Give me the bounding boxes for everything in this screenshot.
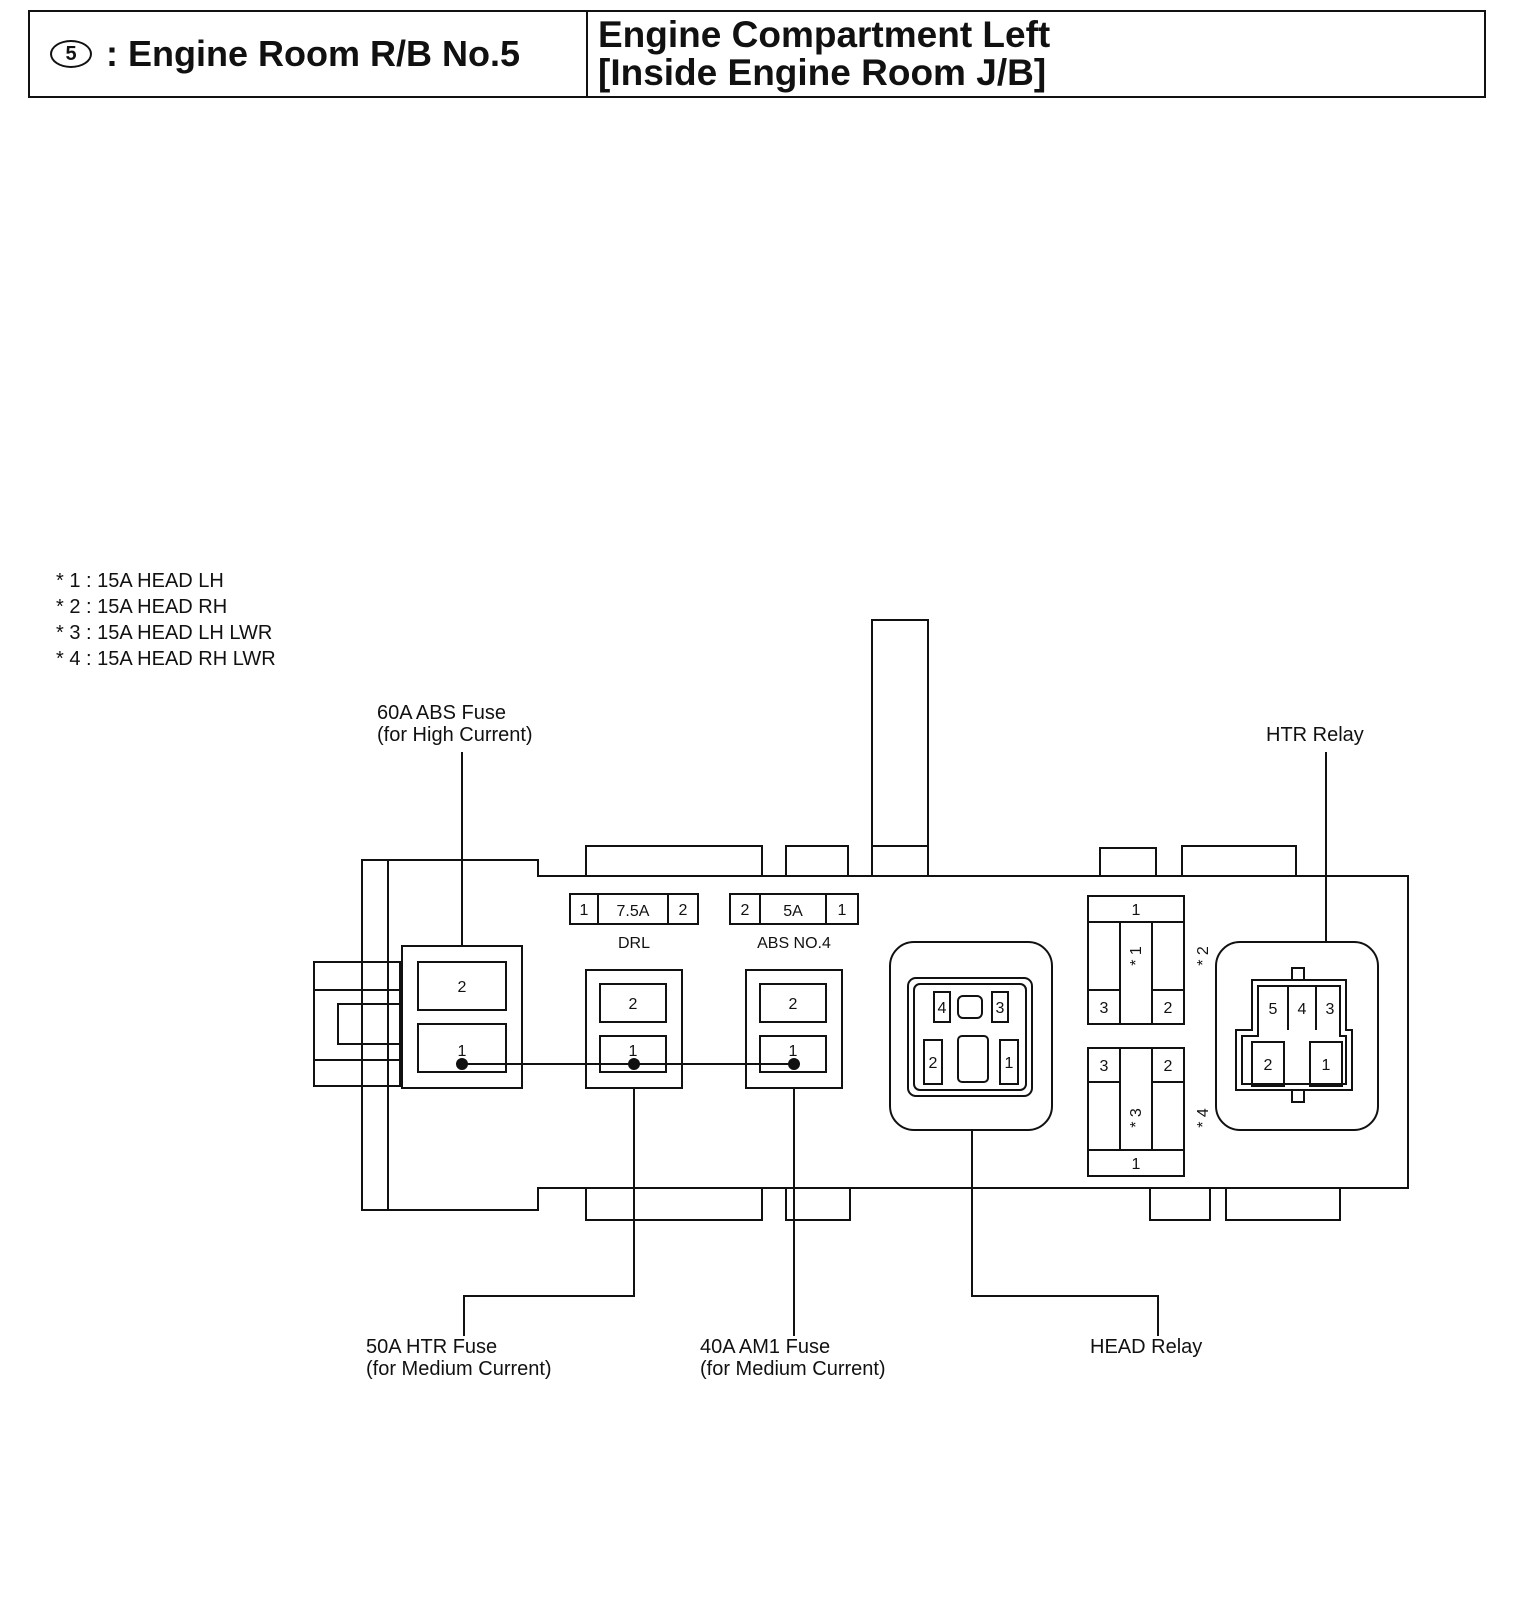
pin-label: 2	[1164, 1058, 1173, 1075]
am1-fuse-40a-label: 40A AM1 Fuse (for Medium Current)	[700, 1336, 886, 1380]
junction-dot	[788, 1058, 800, 1070]
pin-label: 1	[789, 1043, 798, 1060]
diagram-header: 5 : Engine Room R/B No.5 Engine Compartm…	[28, 10, 1486, 98]
legend-item: * 1 : 15A HEAD LH	[56, 570, 224, 592]
junction-dot	[628, 1058, 640, 1070]
pin-label: 1	[458, 1043, 467, 1060]
htr-relay	[1215, 941, 1379, 1131]
footnote-marker: * 2	[1195, 946, 1212, 966]
pin-label: 2	[1164, 1000, 1173, 1017]
pin-label: 2	[929, 1055, 938, 1072]
junction-dot	[456, 1058, 468, 1070]
pin-label: 4	[1298, 1001, 1307, 1018]
housing-outline	[361, 859, 1409, 1211]
bottom-tab	[1225, 1188, 1341, 1221]
head-lh-rh-fuse-block	[1087, 895, 1185, 1025]
fuse-name-drl: DRL	[618, 935, 650, 952]
bottom-tab	[1149, 1188, 1211, 1221]
pin-label: 3	[1100, 1058, 1109, 1075]
htr-fuse-50a-label: 50A HTR Fuse (for Medium Current)	[366, 1336, 552, 1380]
bottom-tab	[585, 1188, 763, 1221]
pin-label: 1	[1132, 1156, 1141, 1173]
leader-line	[463, 1088, 635, 1336]
footnote-marker: * 4	[1195, 1108, 1212, 1128]
pin-label: 2	[741, 902, 750, 919]
bottom-tab	[785, 1188, 851, 1221]
top-post	[871, 619, 929, 877]
fuse-rating: 7.5A	[617, 903, 650, 920]
htr-relay-label: HTR Relay	[1266, 724, 1364, 746]
pin-label: 1	[1322, 1057, 1331, 1074]
footnote-marker: * 1	[1128, 946, 1145, 966]
top-tab	[1099, 847, 1157, 876]
legend-item: * 2 : 15A HEAD RH	[56, 596, 228, 618]
top-tab	[785, 845, 849, 876]
pin-label: 5	[1269, 1001, 1278, 1018]
pin-label: 2	[458, 979, 467, 996]
pin-label: 3	[1100, 1000, 1109, 1017]
pin-label: 1	[629, 1043, 638, 1060]
abs-no4-mini-fuse	[729, 893, 859, 925]
pin-label: 1	[580, 902, 589, 919]
legend-item: * 4 : 15A HEAD RH LWR	[56, 648, 276, 670]
header-right: Engine Compartment Left [Inside Engine R…	[588, 12, 1050, 96]
leader-line	[971, 1130, 1159, 1336]
footnote-legend: * 1 : 15A HEAD LH * 2 : 15A HEAD RH * 3 …	[56, 568, 276, 672]
fuse-name-abs-no4: ABS NO.4	[757, 935, 831, 952]
pin-label: 1	[1132, 902, 1141, 919]
drl-mini-fuse	[569, 893, 699, 925]
top-tab	[1181, 845, 1297, 876]
pin-label: 1	[1005, 1055, 1014, 1072]
fuse-rating: 5A	[783, 903, 803, 920]
top-tab	[585, 845, 763, 876]
circled-number: 5	[50, 40, 92, 68]
pin-label: 2	[1264, 1057, 1273, 1074]
location-title-line2: [Inside Engine Room J/B]	[598, 52, 1047, 93]
pin-label: 2	[629, 996, 638, 1013]
side-connector-inner	[337, 1003, 401, 1045]
head-relay-label: HEAD Relay	[1090, 1336, 1203, 1358]
pin-label: 4	[938, 1000, 947, 1017]
footnote-marker: * 3	[1128, 1108, 1145, 1128]
header-left: 5 : Engine Room R/B No.5	[30, 12, 588, 96]
pin-label: 2	[679, 902, 688, 919]
pin-label: 2	[789, 996, 798, 1013]
abs-fuse-60a-label: 60A ABS Fuse (for High Current)	[377, 702, 533, 746]
legend-item: * 3 : 15A HEAD LH LWR	[56, 622, 273, 644]
pin-label: 3	[996, 1000, 1005, 1017]
pin-label: 3	[1326, 1001, 1335, 1018]
pin-label: 1	[838, 902, 847, 919]
location-title-line1: Engine Compartment Left	[598, 14, 1051, 55]
head-lwr-fuse-block	[1087, 1047, 1185, 1177]
relay-block-title: : Engine Room R/B No.5	[106, 33, 520, 74]
